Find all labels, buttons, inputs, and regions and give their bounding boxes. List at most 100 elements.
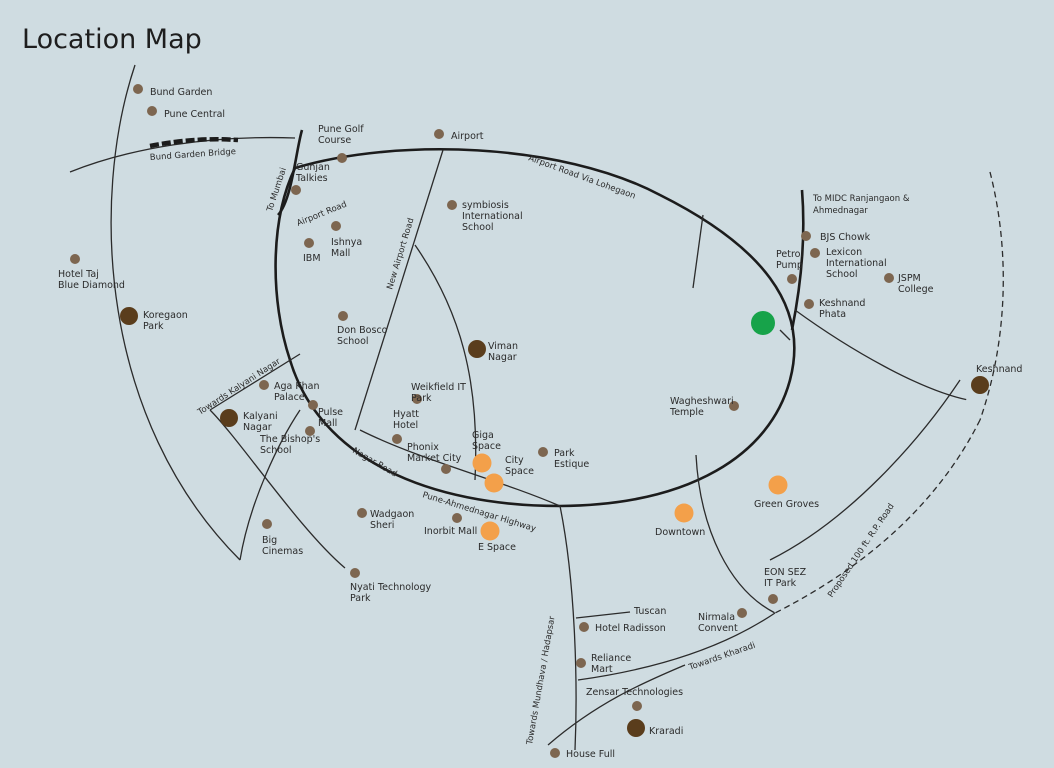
label-park-estique-1: Estique	[554, 459, 589, 470]
map-title: Location Map	[22, 24, 202, 55]
road-label-bund-garden-bridge: Bund Garden Bridge	[150, 147, 237, 163]
marker-pune-central	[147, 106, 157, 116]
label-pune-golf-course-1: Course	[318, 135, 351, 146]
road-label-nagar-road: Nagar Road	[351, 446, 399, 480]
marker-kraradi	[627, 719, 645, 737]
marker-reliance-mart	[576, 658, 586, 668]
label-viman-nagar-1: Nagar	[488, 352, 517, 363]
marker-nyati	[350, 568, 360, 578]
label-nyati-1: Park	[350, 593, 371, 604]
label-pune-central-0: Pune Central	[164, 109, 225, 120]
label-hotel-taj-0: Hotel Taj	[58, 269, 99, 280]
marker-big-cinemas	[262, 519, 272, 529]
label-wagheshwari-0: Wagheshwari	[670, 396, 734, 407]
marker-zensar	[632, 701, 642, 711]
label-keshnand-phata-0: Keshnand	[819, 298, 865, 309]
label-nyati-0: Nyati Technology	[350, 582, 432, 593]
label-pulse-mall-0: Pulse	[318, 407, 343, 418]
marker-pune-golf-course	[337, 153, 347, 163]
label-hotel-radisson-0: Hotel Radisson	[595, 623, 666, 634]
label-eon-sez-1: IT Park	[764, 578, 797, 589]
label-petrol-pump-1: Pump	[776, 260, 803, 271]
place-keshnand: Keshnand	[971, 364, 1022, 394]
marker-koregaon-park	[120, 307, 138, 325]
label-tuscan-0: Tuscan	[633, 606, 666, 617]
marker-phonix	[441, 464, 451, 474]
label-don-bosco-1: School	[337, 336, 369, 347]
label-kalyani-nagar-0: Kalyani	[243, 411, 278, 422]
marker-lexicon	[810, 248, 820, 258]
road-label-to-midc-2: Ahmednagar	[813, 206, 868, 216]
label-koregaon-park-0: Koregaon	[143, 310, 188, 321]
label-hyatt-0: Hyatt	[393, 409, 419, 420]
marker-gunjan-talkies	[291, 185, 301, 195]
road-label-towards-mundhava: Towards Mundhava / Hadapsar	[525, 615, 558, 747]
label-green-groves-0: Green Groves	[754, 499, 819, 510]
marker-hotel-radisson	[579, 622, 589, 632]
label-symbiosis-1: International	[462, 211, 523, 222]
label-park-estique-0: Park	[554, 448, 575, 459]
place-green-groves: Green Groves	[754, 475, 819, 510]
label-aga-khan-1: Palace	[274, 392, 305, 403]
label-ibm-0: IBM	[303, 253, 321, 264]
label-wagheshwari-1: Temple	[669, 407, 704, 418]
label-viman-nagar-0: Viman	[488, 341, 518, 352]
label-bishops-school-0: The Bishop's	[259, 434, 320, 445]
marker-ishnya-mall	[331, 221, 341, 231]
label-inorbit-mall-0: Inorbit Mall	[424, 526, 477, 537]
marker-aga-khan	[259, 380, 269, 390]
marker-pulse-mall	[308, 400, 318, 410]
label-ishnya-mall-1: Mall	[331, 248, 350, 259]
marker-jspm	[884, 273, 894, 283]
label-airport-0: Airport	[451, 131, 484, 142]
place-tuscan: Tuscan	[633, 606, 666, 617]
place-inorbit-mall: Inorbit Mall	[424, 513, 477, 537]
label-bishops-school-1: School	[260, 445, 292, 456]
marker-weikfield	[412, 394, 422, 404]
place-kraradi: Kraradi	[627, 719, 683, 737]
place-pune-central: Pune Central	[147, 106, 225, 120]
place-airport: Airport	[434, 129, 484, 142]
label-downtown-0: Downtown	[655, 527, 705, 538]
road-label-new-airport-road: New Airport Road	[385, 217, 416, 291]
label-wadgaon-sheri-1: Sheri	[370, 520, 394, 531]
marker-giga-space	[472, 453, 492, 473]
marker-e-space	[480, 521, 500, 541]
label-symbiosis-0: symbiosis	[462, 200, 509, 211]
marker-kalyani-nagar	[220, 409, 238, 427]
label-kraradi-0: Kraradi	[649, 726, 683, 737]
label-giga-space-0: Giga	[472, 430, 494, 441]
label-eon-sez-0: EON SEZ	[764, 567, 807, 578]
label-e-space-0: E Space	[478, 542, 516, 553]
label-big-cinemas-1: Cinemas	[262, 546, 303, 557]
marker-keshnand	[971, 376, 989, 394]
label-kalyani-nagar-1: Nagar	[243, 422, 272, 433]
label-symbiosis-2: School	[462, 222, 494, 233]
marker-viman-nagar	[468, 340, 486, 358]
label-gunjan-talkies-1: Talkies	[295, 173, 328, 184]
marker-don-bosco	[338, 311, 348, 321]
place-hotel-radisson: Hotel Radisson	[579, 622, 666, 634]
marker-ibm	[304, 238, 314, 248]
label-keshnand-phata-1: Phata	[819, 309, 846, 320]
label-weikfield-0: Weikfield IT	[411, 382, 466, 393]
